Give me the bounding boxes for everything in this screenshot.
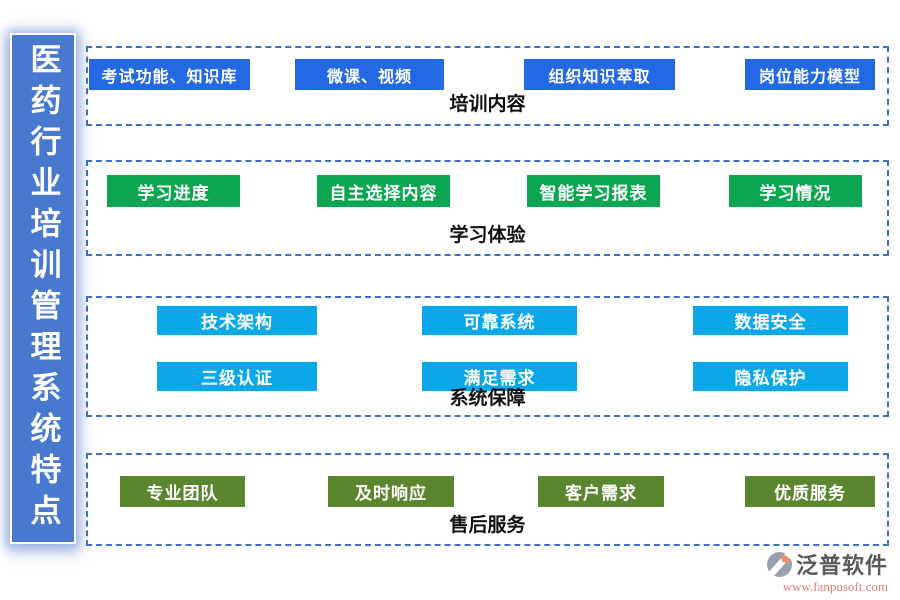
brand-row: 泛普软件 xyxy=(765,548,888,580)
chip-org-knowledge-extraction[interactable]: 组织知识萃取 xyxy=(524,59,675,90)
section-training-content: 考试功能、知识库 微课、视频 组织知识萃取 岗位能力模型 培训内容 xyxy=(86,46,889,126)
chip-exam-knowledge-base[interactable]: 考试功能、知识库 xyxy=(89,59,250,90)
chip-reliable-system[interactable]: 可靠系统 xyxy=(422,306,577,335)
chip-privacy-protection[interactable]: 隐私保护 xyxy=(693,362,848,391)
chip-learning-status[interactable]: 学习情况 xyxy=(729,175,862,207)
chip-data-security[interactable]: 数据安全 xyxy=(693,306,848,335)
chip-quality-service[interactable]: 优质服务 xyxy=(745,476,875,507)
page-title: 医药行业培训管理系统特点 xyxy=(25,42,61,535)
chip-timely-response[interactable]: 及时响应 xyxy=(328,476,454,507)
section-label-learning-experience: 学习体验 xyxy=(449,225,526,246)
chip-learning-progress[interactable]: 学习进度 xyxy=(107,175,240,207)
chip-smart-learning-report[interactable]: 智能学习报表 xyxy=(527,175,660,207)
fanpu-logo-icon xyxy=(765,550,793,578)
brand-url-link[interactable]: www.fanpusoft.com xyxy=(782,579,888,594)
section-label-training-content: 培训内容 xyxy=(449,94,526,115)
chip-level3-certification[interactable]: 三级认证 xyxy=(157,362,317,391)
chip-micro-course-video[interactable]: 微课、视频 xyxy=(295,59,444,90)
chip-meet-requirements[interactable]: 满足需求 xyxy=(422,362,577,391)
chip-customer-needs[interactable]: 客户需求 xyxy=(538,476,664,507)
chip-self-select-content[interactable]: 自主选择内容 xyxy=(317,175,450,207)
chip-tech-architecture[interactable]: 技术架构 xyxy=(157,306,317,335)
chip-post-competency-model[interactable]: 岗位能力模型 xyxy=(745,59,875,90)
section-label-system-guarantee: 系统保障 xyxy=(449,388,526,409)
section-label-after-sales-service: 售后服务 xyxy=(449,515,526,536)
vertical-title-bar: 医药行业培训管理系统特点 xyxy=(10,33,76,544)
section-system-guarantee: 技术架构 可靠系统 数据安全 三级认证 满足需求 隐私保护 系统保障 xyxy=(86,296,889,417)
chip-professional-team[interactable]: 专业团队 xyxy=(120,476,245,507)
section-after-sales-service: 专业团队 及时响应 客户需求 优质服务 售后服务 xyxy=(86,453,889,546)
brand-name: 泛普软件 xyxy=(795,553,888,578)
section-learning-experience: 学习进度 自主选择内容 智能学习报表 学习情况 学习体验 xyxy=(86,160,889,256)
brand-footer: 泛普软件 www.fanpusoft.com xyxy=(765,548,888,595)
